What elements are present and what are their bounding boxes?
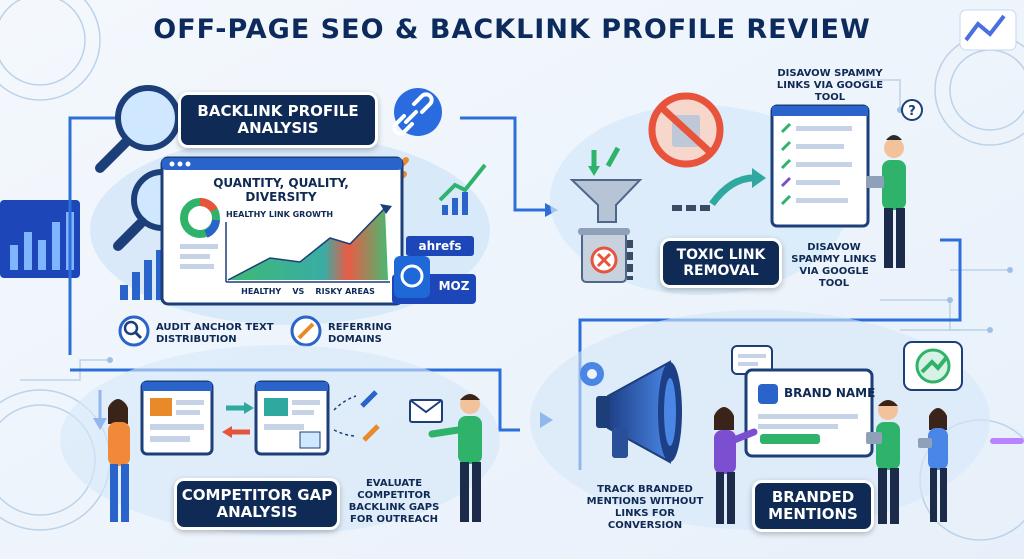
toxic-link-removal-label: TOXIC LINK REMOVAL	[660, 238, 782, 288]
backlink-profile-analysis-label: BACKLINK PROFILE ANALYSIS	[178, 92, 378, 148]
referring-domains-caption: REFERRING DOMAINS	[328, 322, 392, 345]
brand-name-text: BRAND NAME	[784, 386, 876, 400]
audit-anchor-text-caption: AUDIT ANCHOR TEXT DISTRIBUTION	[156, 322, 274, 345]
panel-header: QUANTITY, QUALITY, DIVERSITY	[213, 176, 349, 204]
ahrefs-logo: ahrefs	[406, 236, 474, 256]
competitor-caption: EVALUATE COMPETITOR BACKLINK GAPS FOR OU…	[348, 478, 440, 525]
toxic-caption-top: DISAVOW SPAMMY LINKS VIA GOOGLE TOOL	[776, 68, 884, 103]
svg-text:?: ?	[908, 104, 916, 119]
moz-logo: MOZ	[438, 279, 470, 293]
chart-title: HEALTHY LINK GROWTH	[226, 210, 334, 219]
competitor-gap-analysis-label: COMPETITOR GAP ANALYSIS	[174, 478, 340, 530]
page-title: OFF-PAGE SEO & BACKLINK PROFILE REVIEW	[153, 14, 871, 45]
chart-footer: HEALTHY VS RISKY AREAS	[241, 287, 375, 296]
toxic-caption-bottom: DISAVOW SPAMMY LINKS VIA GOOGLE TOOL	[791, 242, 877, 289]
branded-mentions-label: BRANDED MENTIONS	[752, 480, 874, 532]
branded-caption: TRACK BRANDED MENTIONS WITHOUT LINKS FOR…	[586, 484, 704, 531]
